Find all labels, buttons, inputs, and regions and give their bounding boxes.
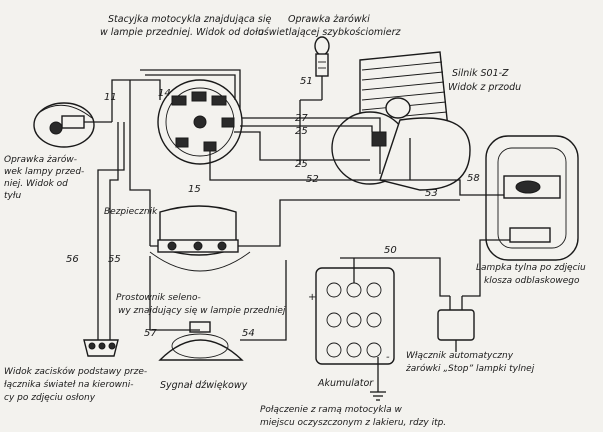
label-headlamp-line2: wek lampy przed- — [4, 167, 84, 177]
label-ignition-switch-line1: Stacyjka motocykla znajdująca się — [108, 14, 271, 25]
label-headlamp-line3: niej. Widok od — [4, 179, 68, 189]
fuse — [150, 205, 246, 256]
label-speedometer-bulb-line1: Oprawka żarówki — [288, 14, 370, 25]
label-tail-lamp-line1: Lampka tylna po zdjęciu — [476, 263, 586, 273]
wire-number-56: 56 — [66, 254, 79, 265]
speedometer-bulb-holder — [314, 36, 330, 100]
wire-number-27: 27 — [295, 113, 308, 124]
wire-number-15: 15 — [188, 184, 201, 195]
label-tail-lamp-line2: klosza odblaskowego — [484, 276, 580, 286]
label-headlamp-line4: tyłu — [4, 191, 21, 201]
engine-s01z — [331, 51, 471, 191]
selenium-rectifier — [149, 251, 251, 272]
stop-lamp-switch — [437, 296, 475, 352]
label-stop-switch-line1: Włącznik automatyczny — [406, 351, 514, 361]
wire-number-51: 51 — [300, 76, 313, 87]
headlamp-bulb-holder — [33, 102, 112, 148]
battery-minus-sign: - — [386, 352, 390, 363]
wire-number-57: 57 — [144, 328, 157, 339]
battery-plus-sign: + — [308, 292, 316, 303]
wire-number-53: 53 — [425, 188, 438, 199]
handlebar-switch-base — [83, 339, 119, 357]
tail-lamp — [485, 135, 579, 261]
label-ignition-switch-line2: w lampie przedniej. Widok od dołu — [100, 27, 264, 38]
wire-number-52: 52 — [306, 174, 319, 185]
label-horn: Sygnał dźwiękowy — [160, 380, 248, 391]
label-rectifier-line2: wy znajdujący się w lampie przedniej — [118, 306, 286, 316]
label-rectifier-line1: Prostownik seleno- — [116, 293, 201, 303]
wire-number-25-a: 25 — [295, 126, 308, 137]
wire-number-14: 14 — [158, 88, 171, 99]
wire-number-25-b: 25 — [295, 159, 308, 170]
ground-symbol — [370, 391, 386, 401]
wire-number-54: 54 — [242, 328, 255, 339]
label-engine-line2: Widok z przodu — [448, 82, 521, 93]
label-handlebar-switch-line3: cy po zdjęciu osłony — [4, 393, 96, 403]
horn — [158, 321, 244, 361]
label-engine-line1: Silnik S01-Z — [452, 68, 509, 79]
label-handlebar-switch-line2: łącznika świateł na kierowni- — [4, 379, 134, 390]
label-fuse: Bezpiecznik — [104, 207, 158, 217]
ignition-switch — [157, 79, 243, 165]
wiring-harness — [97, 69, 510, 341]
wire-number-50: 50 — [384, 245, 397, 256]
wire-number-55: 55 — [108, 254, 121, 265]
label-battery: Akumulator — [317, 378, 374, 389]
label-headlamp-line1: Oprawka żarów- — [4, 154, 77, 165]
label-frame-ground-line1: Połączenie z ramą motocykla w — [260, 405, 402, 415]
battery — [315, 258, 395, 392]
label-speedometer-bulb-line2: oświetlającej szybkościomierz — [258, 27, 402, 38]
label-stop-switch-line2: żarówki „Stop” lampki tylnej — [405, 363, 535, 374]
wire-number-11: 11 — [104, 92, 117, 103]
wire-number-58: 58 — [467, 173, 480, 184]
label-frame-ground-line2: miejscu oczyszczonym z lakieru, rdzy itp… — [260, 418, 446, 428]
label-handlebar-switch-line1: Widok zacisków podstawy prze- — [4, 366, 147, 377]
